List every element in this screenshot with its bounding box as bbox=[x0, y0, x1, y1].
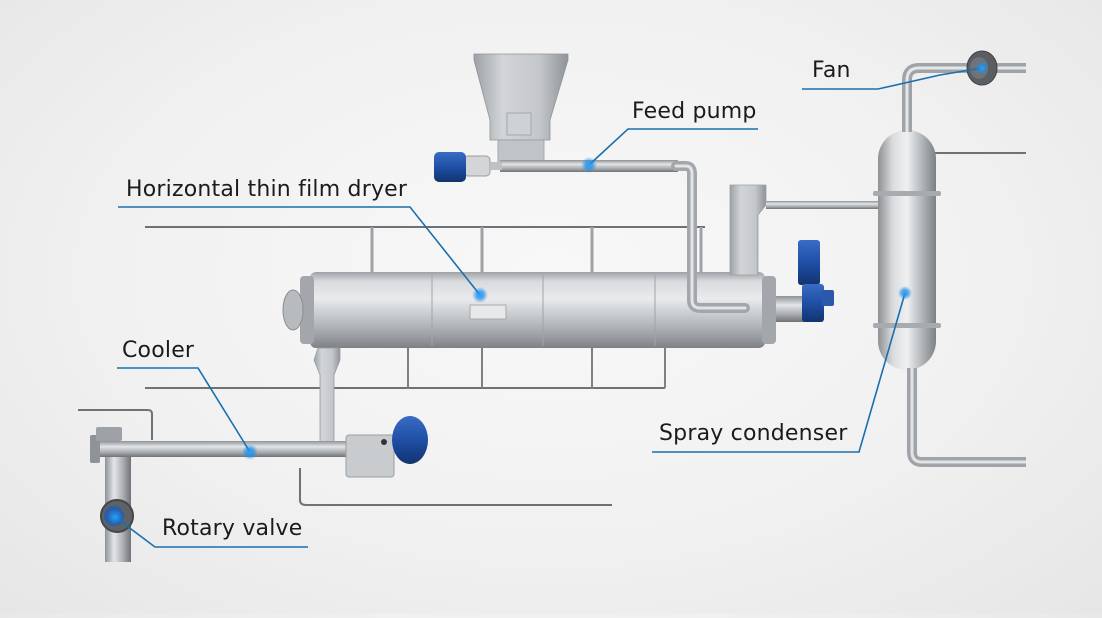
label-cooler: Cooler bbox=[122, 338, 195, 363]
leader-line-dryer bbox=[118, 206, 481, 296]
feed-pump[interactable] bbox=[434, 53, 678, 182]
leader-line-spray-condenser bbox=[652, 292, 906, 453]
hotspot-feed-pump bbox=[581, 157, 597, 173]
cooler[interactable] bbox=[90, 347, 428, 478]
label-feed-pump: Feed pump bbox=[632, 99, 757, 124]
leader-line-cooler bbox=[117, 367, 251, 453]
label-rotary-valve: Rotary valve bbox=[162, 516, 303, 541]
leader-line-fan bbox=[802, 67, 983, 90]
hotspots bbox=[107, 61, 989, 525]
leader-line-rotary-valve bbox=[114, 516, 308, 548]
label-spray-condenser: Spray condenser bbox=[659, 421, 848, 446]
hotspot-fan bbox=[975, 61, 989, 75]
label-horizontal-thin-film-dryer: Horizontal thin film dryer bbox=[126, 177, 408, 202]
dryer-bottom-supports bbox=[407, 348, 666, 388]
hotspot-dryer bbox=[472, 287, 488, 303]
leader-lines bbox=[114, 67, 983, 548]
hotspot-rotary-valve bbox=[107, 509, 123, 525]
fan[interactable] bbox=[902, 50, 1026, 132]
feed-line bbox=[671, 161, 750, 313]
hotspot-spray-condenser bbox=[898, 286, 912, 300]
leader-line-feed-pump bbox=[588, 128, 758, 166]
horizontal-thin-film-dryer[interactable] bbox=[282, 184, 810, 348]
hotspot-cooler bbox=[242, 444, 258, 460]
dryer-drive-motor bbox=[798, 240, 834, 322]
dryer-top-supports bbox=[370, 227, 703, 272]
spray-condenser[interactable] bbox=[873, 130, 1026, 467]
label-fan: Fan bbox=[812, 58, 851, 83]
vapor-line bbox=[766, 201, 878, 209]
